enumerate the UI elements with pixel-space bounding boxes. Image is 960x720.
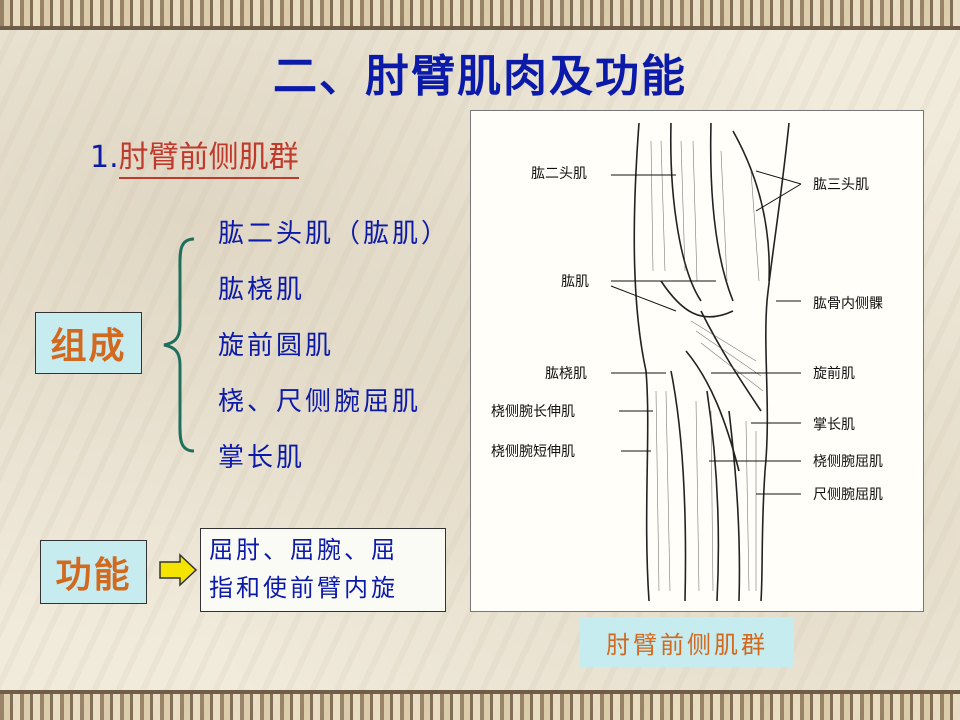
anatomy-figure: 肱二头肌 肱肌 肱桡肌 桡侧腕长伸肌 桡侧腕短伸肌 肱三头肌 肱骨内侧髁 旋前肌…	[470, 110, 924, 612]
list-item: 肱桡肌	[218, 275, 306, 305]
function-description: 屈肘、屈腕、屈 指和使前臂内旋	[200, 528, 446, 612]
bottom-decorative-border	[0, 690, 960, 720]
figure-label-ecrb: 桡侧腕短伸肌	[491, 444, 575, 460]
figure-caption: 肘臂前侧肌群	[580, 617, 794, 667]
function-label-box: 功能	[40, 540, 147, 604]
curly-brace-icon	[163, 237, 195, 453]
slide-title: 二、肘臂肌肉及功能	[273, 51, 687, 102]
figure-label-fcr: 桡侧腕屈肌	[813, 454, 883, 470]
figure-label-fcu: 尺侧腕屈肌	[813, 487, 883, 503]
figure-label-medial-epicondyle: 肱骨内侧髁	[813, 296, 883, 312]
figure-label-brachioradialis: 肱桡肌	[545, 366, 587, 382]
figure-label-biceps: 肱二头肌	[531, 166, 587, 182]
composition-list: 肱二头肌（肱肌） 肱桡肌 旋前圆肌 桡、尺侧腕屈肌 掌长肌	[218, 218, 450, 498]
figure-label-ecrl: 桡侧腕长伸肌	[491, 404, 575, 420]
function-line-1: 屈肘、屈腕、屈	[209, 536, 398, 564]
list-item: 掌长肌	[218, 443, 306, 473]
figure-label-triceps: 肱三头肌	[813, 177, 869, 193]
right-arrow-icon	[159, 553, 198, 587]
section-subtitle: 1.肘臂前侧肌群	[90, 132, 299, 179]
subtitle-text: 肘臂前侧肌群	[118, 140, 299, 179]
subtitle-number: 1.	[90, 140, 119, 175]
list-item: 旋前圆肌	[218, 331, 335, 361]
list-item: 肱二头肌（肱肌）	[218, 219, 451, 249]
figure-label-pronator: 旋前肌	[813, 366, 855, 382]
top-decorative-border	[0, 0, 960, 30]
function-line-2: 指和使前臂内旋	[209, 574, 398, 602]
composition-label-box: 组成	[35, 312, 142, 374]
list-item: 桡、尺侧腕屈肌	[218, 387, 422, 417]
figure-label-palmaris-longus: 掌长肌	[813, 417, 855, 433]
forearm-muscle-illustration	[610, 122, 802, 602]
figure-label-brachialis: 肱肌	[561, 274, 589, 290]
